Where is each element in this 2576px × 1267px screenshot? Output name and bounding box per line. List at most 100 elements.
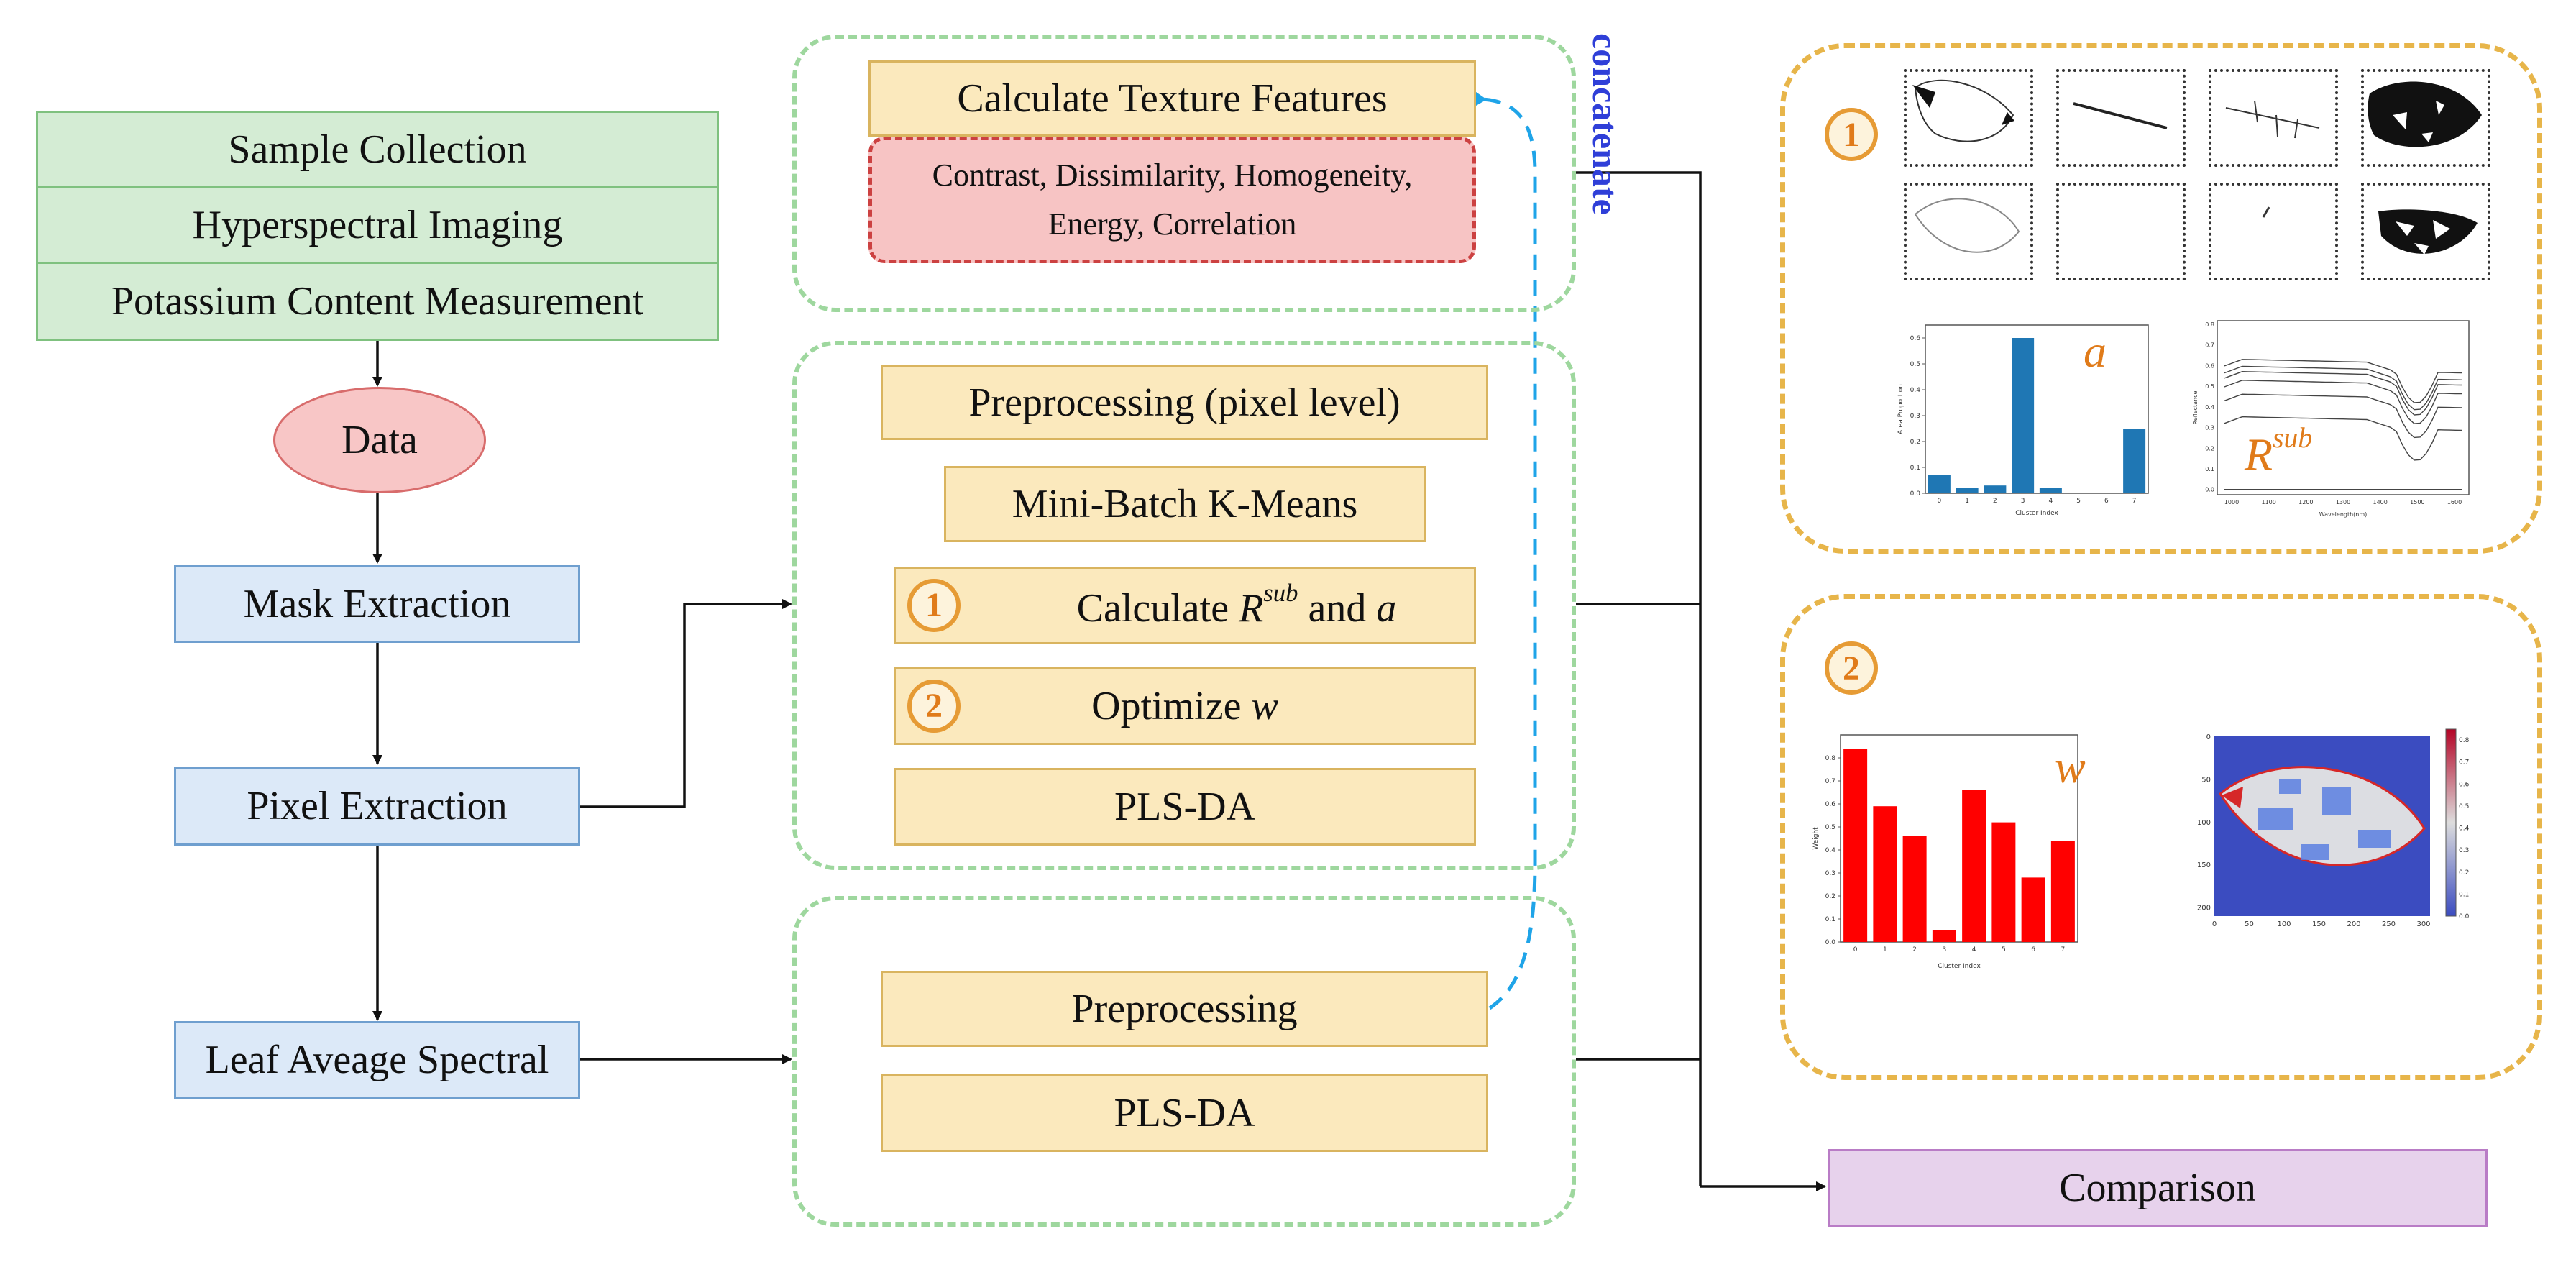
x-tick-label: 2 xyxy=(1993,498,1997,505)
pixel-level-group xyxy=(792,341,1576,870)
x-tick-label: 1000 xyxy=(2224,499,2239,506)
x-tick-label: 250 xyxy=(2382,920,2396,928)
mini-batch-kmeans-box: Mini-Batch K-Means xyxy=(944,466,1426,542)
low-weight-patch-4 xyxy=(2279,779,2301,794)
x-tick-label: 150 xyxy=(2312,920,2326,928)
x-tick-label: 300 xyxy=(2416,920,2430,928)
bar-0 xyxy=(1843,749,1868,942)
label-a: a xyxy=(2084,326,2107,377)
x-tick-label: 7 xyxy=(2132,498,2137,505)
x-tick-label: 1100 xyxy=(2261,499,2275,506)
x-tick-label: 5 xyxy=(2002,946,2006,953)
leaf-preprocessing-box: Preprocessing xyxy=(881,971,1488,1047)
mask-extraction-box: Mask Extraction xyxy=(174,565,580,643)
x-tick-label: 1300 xyxy=(2336,499,2350,506)
colorbar-tick-label: 0.7 xyxy=(2459,759,2469,767)
line-texture-merge xyxy=(1576,171,1702,1186)
w-symbol: w xyxy=(1251,683,1278,728)
x-tick-label: 6 xyxy=(2031,946,2035,953)
y-tick-label: 0.3 xyxy=(1910,413,1920,420)
spectrum-line-1 xyxy=(2224,365,2462,411)
y-tick-label: 0.5 xyxy=(1910,361,1920,368)
y-tick-label: 0.1 xyxy=(1910,465,1920,472)
x-axis-label: Cluster Index xyxy=(1938,963,1981,970)
x-tick-label: 1600 xyxy=(2447,499,2462,506)
spectrum-line-5 xyxy=(2224,416,2462,461)
y-tick-label: 0.5 xyxy=(2205,383,2214,390)
bar-1 xyxy=(1873,806,1897,942)
x-tick-label: 50 xyxy=(2245,920,2254,928)
y-tick-label: 0.4 xyxy=(1910,387,1921,394)
x-tick-label: 1500 xyxy=(2410,499,2424,506)
spectrum-line-3 xyxy=(2224,380,2462,424)
bar-6 xyxy=(2021,877,2045,942)
y-tick-label: 0.3 xyxy=(1825,870,1835,877)
leaf-average-spectral-box: Leaf Aveage Spectral xyxy=(174,1021,580,1099)
y-tick-label: 200 xyxy=(2197,905,2211,912)
cluster-mask-3 xyxy=(2361,69,2490,167)
bar-5 xyxy=(1991,822,2016,942)
y-tick-label: 0.0 xyxy=(2205,487,2214,493)
optimize-w-box: 2 Optimize w xyxy=(894,667,1476,745)
y-tick-label: 0.0 xyxy=(1825,939,1836,946)
x-tick-label: 5 xyxy=(2076,498,2081,505)
bar-2 xyxy=(1984,485,2007,493)
texture-features-list: Contrast, Dissimilarity, Homogeneity, En… xyxy=(868,137,1476,263)
x-tick-label: 3 xyxy=(2021,498,2025,505)
x-tick-label: 6 xyxy=(2104,498,2109,505)
colorbar-tick-label: 0.8 xyxy=(2459,737,2470,744)
bar-7 xyxy=(2123,429,2146,493)
leaf-average-group xyxy=(792,896,1576,1227)
label-w: w xyxy=(2055,741,2086,792)
y-tick-label: 50 xyxy=(2201,776,2211,784)
hyperspectral-imaging-box: Hyperspectral Imaging xyxy=(36,186,719,264)
plot-frame xyxy=(1925,324,2149,494)
leaf-plsda-box: PLS-DA xyxy=(881,1074,1488,1152)
y-tick-label: 0.7 xyxy=(2205,342,2214,349)
cluster-mask-5 xyxy=(2056,183,2186,280)
spectrum-line-4 xyxy=(2224,393,2462,439)
colorbar-tick-label: 0.4 xyxy=(2459,825,2470,833)
y-tick-label: 0.6 xyxy=(2205,362,2214,369)
step2-number-icon: 2 xyxy=(907,680,961,733)
texture-features-line2: Energy, Correlation xyxy=(1048,206,1297,242)
x-tick-label: 1 xyxy=(1883,946,1887,953)
y-tick-label: 150 xyxy=(2197,861,2211,869)
calculate-label: Calculate xyxy=(1076,586,1239,631)
label-rsub-sup: sub xyxy=(2273,422,2313,454)
arrow-pixel-to-branch xyxy=(578,599,792,808)
colorbar-tick-label: 0.3 xyxy=(2459,847,2469,854)
colorbar-tick-label: 0.6 xyxy=(2459,781,2470,788)
y-tick-label: 0.4 xyxy=(2205,404,2214,411)
x-tick-label: 100 xyxy=(2277,920,2291,928)
y-tick-label: 0.6 xyxy=(1825,801,1836,808)
cluster-mask-2 xyxy=(2209,69,2338,167)
y-tick-label: 100 xyxy=(2197,819,2211,827)
y-tick-label: 0.7 xyxy=(1825,778,1835,785)
bar-3 xyxy=(1932,930,1956,942)
y-tick-label: 0.8 xyxy=(1825,755,1836,762)
colorbar-tick-label: 0.5 xyxy=(2459,803,2469,810)
cluster-mask-1 xyxy=(2056,69,2186,167)
bar-3 xyxy=(2012,338,2035,493)
x-tick-label: 7 xyxy=(2061,946,2066,953)
spectrum-line-2 xyxy=(2224,370,2462,416)
y-tick-label: 0.6 xyxy=(1910,335,1921,342)
panel1-group xyxy=(1780,43,2542,554)
potassium-measurement-box: Potassium Content Measurement xyxy=(36,262,719,341)
colorbar-tick-label: 0.2 xyxy=(2459,869,2469,877)
rsub-superscript: sub xyxy=(1263,579,1298,608)
high-weight-patch xyxy=(2222,787,2243,808)
concatenate-label: concatenate xyxy=(1585,33,1626,215)
cluster-mask-0 xyxy=(1904,69,2033,167)
x-tick-label: 0 xyxy=(2212,920,2217,928)
bar-4 xyxy=(1962,790,1986,942)
x-tick-label: 1200 xyxy=(2298,499,2313,506)
texture-features-line1: Contrast, Dissimilarity, Homogeneity, xyxy=(932,157,1413,193)
y-tick-label: 0.2 xyxy=(1910,439,1920,446)
x-tick-label: 2 xyxy=(1912,946,1917,953)
sample-collection-box: Sample Collection xyxy=(36,111,719,188)
